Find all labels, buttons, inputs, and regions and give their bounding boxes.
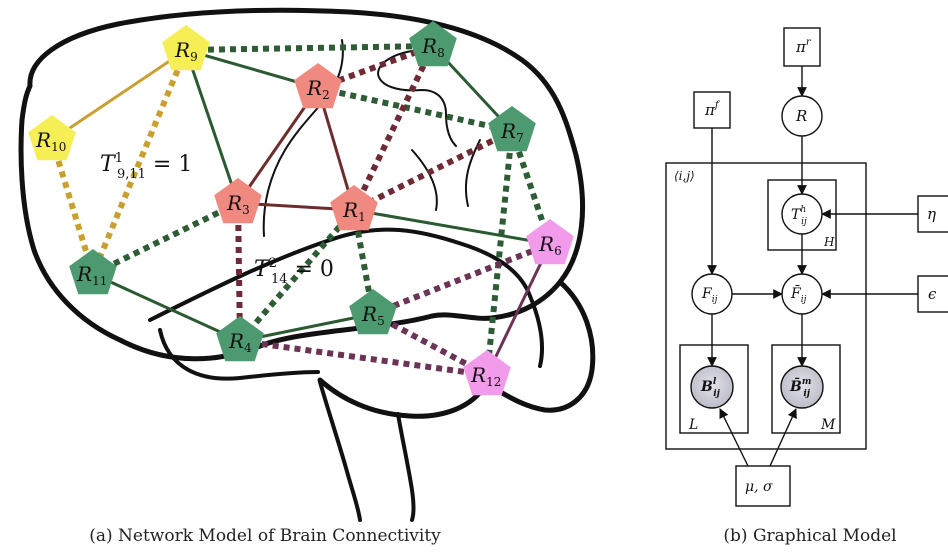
edge-R12-R6 [485, 243, 552, 376]
node-R [781, 95, 823, 137]
node-R2: R2 [294, 63, 342, 109]
node-R1: R1 [330, 185, 378, 231]
caption-b: (b) Graphical Model [723, 526, 896, 546]
node-B [690, 365, 734, 409]
node-R4-pentagon [216, 316, 264, 362]
node-R3: R3 [214, 178, 262, 224]
edge-R10-R11 [49, 139, 96, 275]
node-Fbar [781, 273, 823, 315]
node-R8: R8 [409, 21, 457, 67]
node-R5-pentagon [349, 289, 397, 335]
plate-L-label: L [688, 417, 698, 433]
edge-R11-R4 [92, 272, 241, 343]
caption-a: (a) Network Model of Brain Connectivity [89, 526, 441, 546]
node-R12-pentagon [463, 350, 511, 396]
node-R7-pentagon [488, 106, 536, 152]
plate-L [679, 344, 749, 434]
node-mu-sigma [735, 465, 791, 507]
edge-R3-R11 [91, 200, 240, 277]
edge-R7-R1 [352, 128, 514, 213]
edge-R1-R4 [237, 208, 357, 343]
edge-R4-R12 [239, 338, 488, 378]
edge-R9-R8 [185, 43, 434, 53]
node-eta [917, 195, 948, 233]
node-R9-pentagon [162, 25, 210, 71]
node-R4: R4 [216, 316, 264, 362]
plate-M-label: M [820, 417, 836, 433]
node-R10: R10 [28, 115, 76, 161]
edge-R9-R3 [184, 49, 240, 204]
edge-R8-R1 [351, 44, 436, 212]
node-R3-pentagon [214, 178, 262, 224]
node-pi-r [783, 27, 821, 67]
edge-R9-R11 [90, 48, 189, 276]
svg-text:μ, σ: μ, σ [745, 479, 773, 495]
svg-text:B̄mij: B̄mij [789, 376, 811, 399]
node-Bbar [780, 365, 824, 409]
svg-text:R: R [795, 107, 807, 125]
node-R5: R5 [349, 289, 397, 335]
node-pi-f [693, 91, 731, 129]
svg-text:ϵ: ϵ [928, 285, 937, 303]
edge-R7-R12 [484, 130, 515, 376]
edge-R2-R7 [317, 85, 513, 134]
edge-R9-R10 [51, 48, 187, 142]
node-R6-pentagon [526, 219, 574, 265]
node-R11: R11 [69, 249, 117, 295]
node-R8-pentagon [409, 21, 457, 67]
node-R6: R6 [526, 219, 574, 265]
plate-M [771, 344, 841, 434]
node-R12-label: R12 [470, 363, 501, 389]
edge-R1-R6 [353, 208, 551, 246]
node-epsilon [917, 275, 948, 313]
node-R11-pentagon [69, 249, 117, 295]
plate-H-label: H [823, 235, 835, 249]
plate-label: ⟨i,j⟩ [674, 169, 695, 183]
svg-text:η: η [927, 205, 936, 223]
node-R10-pentagon [28, 115, 76, 161]
node-R9: R9 [162, 25, 210, 71]
edge-R5-R6 [371, 241, 552, 317]
node-R1-pentagon [330, 185, 378, 231]
plate-ij [665, 162, 867, 450]
node-F [691, 273, 733, 315]
edge-musig-B [719, 408, 749, 467]
node-T [781, 193, 823, 235]
edge-musig-Bbar [769, 408, 797, 467]
node-R2-pentagon [294, 63, 342, 109]
node-R12: R12 [463, 350, 511, 396]
node-R7: R7 [488, 106, 536, 152]
edge-R2-R8 [316, 43, 435, 91]
